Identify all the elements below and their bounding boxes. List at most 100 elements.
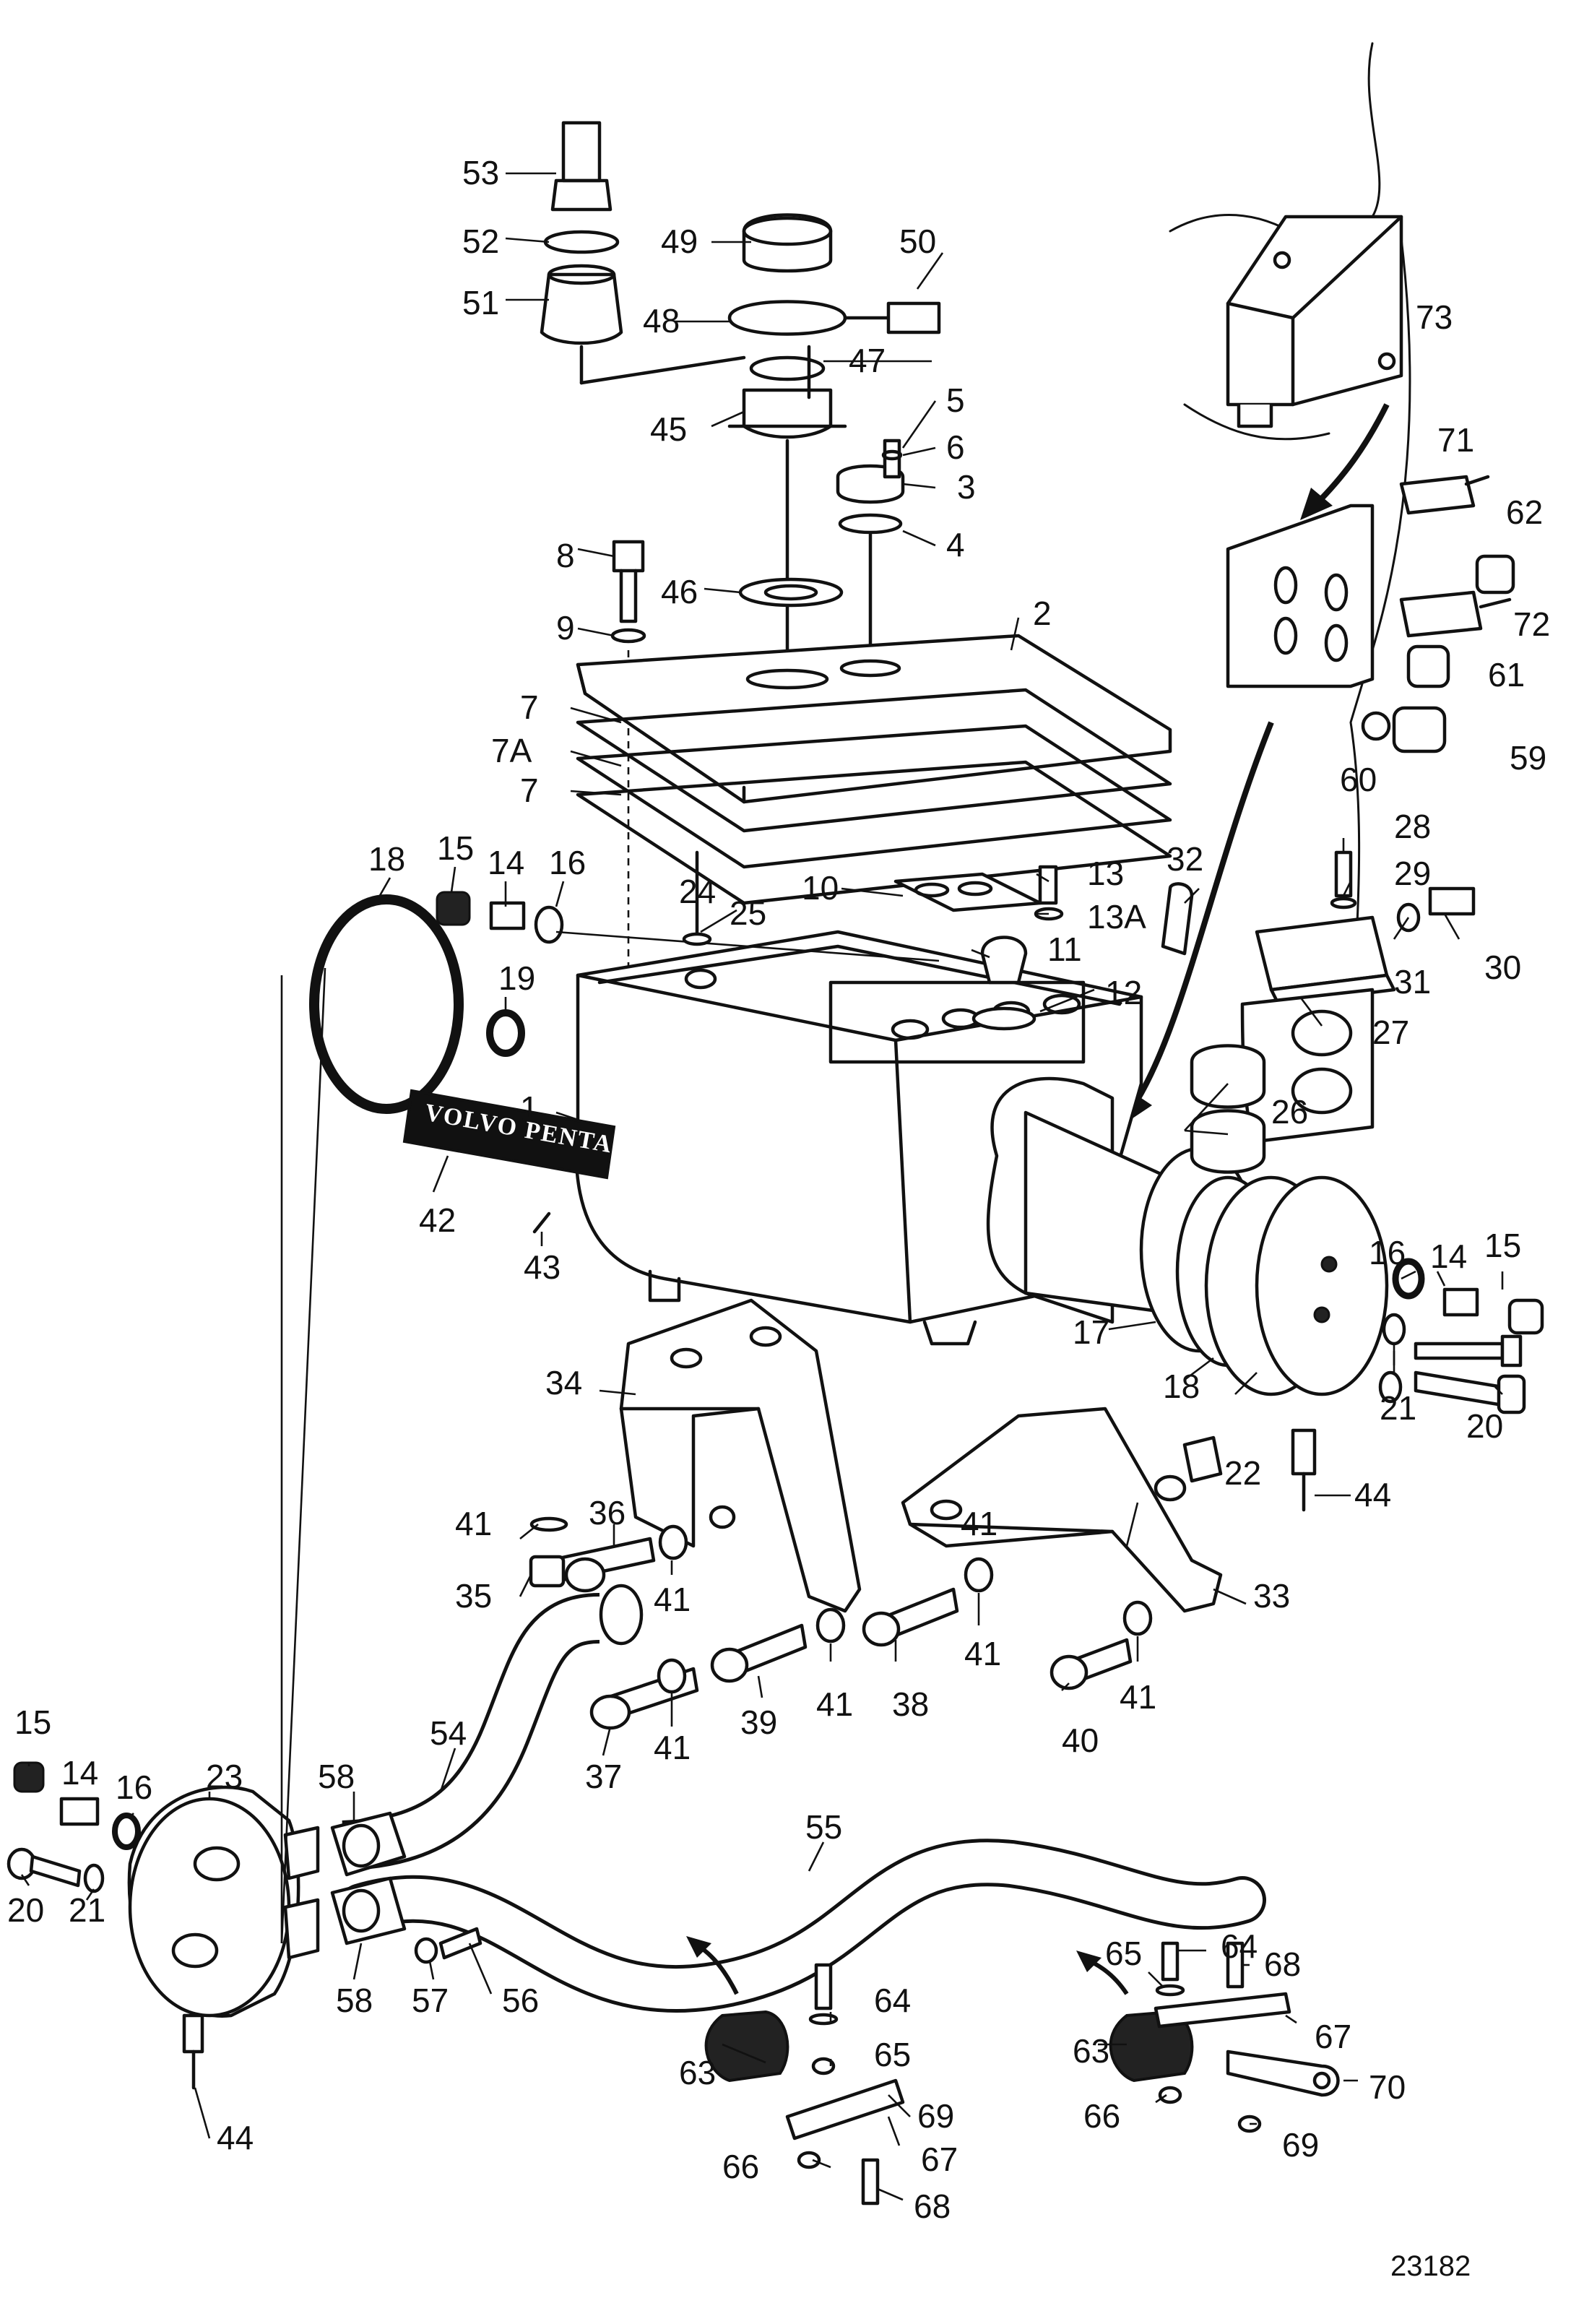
mount-bracket-34 <box>619 1298 862 1613</box>
callout-4: 4 <box>946 526 965 563</box>
callout-33: 33 <box>1253 1577 1290 1615</box>
callout-16: 16 <box>549 844 586 881</box>
plug-assembly-right <box>1382 1258 1544 1368</box>
callout-35: 35 <box>455 1577 492 1615</box>
callout-59: 59 <box>1510 739 1546 777</box>
callout-58-upper: 58 <box>318 1758 355 1795</box>
junction-box-73 <box>1226 215 1403 428</box>
callout-18: 18 <box>1163 1368 1200 1405</box>
mounting-bolts <box>529 1516 1153 1730</box>
cooler-tube-17 <box>986 1076 1389 1396</box>
callout-7-upper: 7 <box>520 688 539 726</box>
callout-20: 20 <box>1466 1407 1503 1445</box>
callout-46: 46 <box>661 573 698 610</box>
clamp-assembly-right <box>1076 1941 1340 2133</box>
callout-31: 31 <box>1394 963 1431 1001</box>
gasket-46 <box>738 577 844 608</box>
part-callouts: 1 2 3 4 5 6 7 7A 7 8 9 10 11 12 13 13A 1… <box>7 154 1550 2225</box>
top-cover-2 <box>576 634 1172 804</box>
callout-43: 43 <box>524 1248 561 1286</box>
callout-10: 10 <box>802 869 839 907</box>
callout-15: 15 <box>437 829 474 867</box>
callout-2: 2 <box>1033 595 1052 632</box>
callout-72: 72 <box>1513 605 1550 643</box>
clamp-assembly-left <box>686 1936 905 2206</box>
callout-65-left: 65 <box>874 2036 911 2073</box>
routing-arrows <box>1120 403 1390 1127</box>
callout-41-b: 41 <box>654 1581 691 1618</box>
callout-66-left: 66 <box>722 2148 759 2185</box>
callout-22: 22 <box>1224 1454 1261 1492</box>
endcap-bolt-right <box>1291 1370 1526 1512</box>
callout-32: 32 <box>1167 840 1203 878</box>
endcap-23 <box>7 967 326 2090</box>
sensor-port-plate <box>1226 475 1515 753</box>
callout-27: 27 <box>1372 1014 1409 1051</box>
callout-1: 1 <box>520 1089 539 1127</box>
thermostat-11 <box>682 850 1194 1031</box>
filler-neck-assembly <box>540 121 941 674</box>
callout-44-left: 44 <box>217 2119 254 2156</box>
callout-15-left-lower: 15 <box>14 1703 51 1741</box>
callout-21-left: 21 <box>69 1891 105 1929</box>
callout-38: 38 <box>892 1685 929 1723</box>
flange-58-lower <box>330 1876 407 1945</box>
callout-52: 52 <box>462 223 499 260</box>
pipe-54 <box>342 1584 644 1871</box>
callout-5: 5 <box>946 381 965 419</box>
callout-20-left: 20 <box>7 1891 44 1929</box>
callout-73: 73 <box>1416 298 1453 336</box>
callout-19: 19 <box>498 959 535 997</box>
callout-63-right: 63 <box>1073 2032 1109 2070</box>
callout-16-left-lower: 16 <box>116 1768 152 1806</box>
callout-21: 21 <box>1380 1389 1416 1427</box>
callout-37: 37 <box>585 1758 622 1795</box>
callout-50: 50 <box>899 223 936 260</box>
callout-41-a: 41 <box>455 1505 492 1542</box>
callout-67-right: 67 <box>1315 2018 1351 2055</box>
callout-47: 47 <box>849 342 886 379</box>
callout-7a: 7A <box>491 732 532 769</box>
mount-bracket-33 <box>901 1407 1223 1613</box>
callout-15-right: 15 <box>1484 1227 1521 1264</box>
screw-56 <box>414 1927 482 1964</box>
bracket-27 <box>1190 850 1476 1174</box>
callout-40: 40 <box>1062 1722 1099 1759</box>
callout-57: 57 <box>412 1982 449 2019</box>
callout-23: 23 <box>206 1758 243 1795</box>
callout-56: 56 <box>502 1982 539 2019</box>
callout-16-right: 16 <box>1369 1234 1406 1271</box>
callout-41-f: 41 <box>1120 1678 1156 1716</box>
o-ring-18 <box>309 894 464 1114</box>
callout-7-lower: 7 <box>520 772 539 809</box>
callout-14-left-lower: 14 <box>61 1754 98 1792</box>
callout-71: 71 <box>1437 421 1474 459</box>
callout-49: 49 <box>661 223 698 260</box>
callout-6: 6 <box>946 428 965 466</box>
callout-62: 62 <box>1506 493 1543 531</box>
callout-60: 60 <box>1340 761 1377 798</box>
callout-55: 55 <box>805 1808 842 1846</box>
gaskets-7 <box>576 688 1172 905</box>
callout-68-left: 68 <box>914 2187 951 2225</box>
callout-63-left: 63 <box>679 2054 716 2091</box>
callout-45: 45 <box>650 410 687 448</box>
callout-17: 17 <box>1073 1313 1109 1351</box>
callout-25: 25 <box>730 894 766 932</box>
callout-44-right: 44 <box>1354 1476 1391 1513</box>
callout-54: 54 <box>430 1714 467 1752</box>
callout-51: 51 <box>462 284 499 321</box>
callout-41-d: 41 <box>816 1685 853 1723</box>
callout-70: 70 <box>1369 2068 1406 2106</box>
callout-14-right: 14 <box>1430 1237 1467 1275</box>
callout-66-right: 66 <box>1083 2097 1120 2135</box>
cap-and-bolt <box>836 439 905 674</box>
callout-67-left: 67 <box>921 2141 958 2178</box>
plug-assembly-left <box>436 891 940 1057</box>
flange-58-upper <box>330 1811 407 1877</box>
callout-41-e: 41 <box>964 1635 1001 1672</box>
callout-68-right: 68 <box>1264 1945 1301 1983</box>
callout-34: 34 <box>545 1364 582 1401</box>
callout-9: 9 <box>556 609 575 647</box>
callout-11: 11 <box>1047 930 1082 968</box>
